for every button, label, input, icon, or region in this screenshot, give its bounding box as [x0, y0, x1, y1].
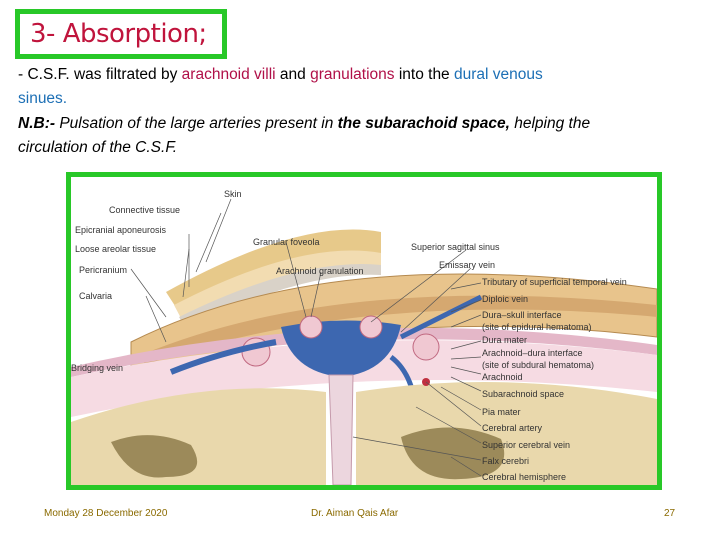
label-cerebral-artery: Cerebral artery: [482, 423, 543, 433]
paragraph-line-1: - C.S.F. was filtrated by arachnoid vill…: [18, 66, 543, 84]
footer-author: Dr. Aiman Qais Afar: [311, 508, 399, 519]
term-subarachnoid-space: the subarachoid space,: [337, 115, 510, 132]
label-tributary: Tributary of superficial temporal vein: [482, 277, 627, 287]
label-dura-mater: Dura mater: [482, 335, 527, 345]
term-arachnoid-villi: arachnoid villi: [181, 66, 276, 83]
label-arachnoid-dura-interface: Arachnoid–dura interface: [482, 348, 583, 358]
falx-cerebri-shape: [328, 374, 354, 485]
label-calvaria: Calvaria: [79, 291, 112, 301]
term-dural-venous: dural venous: [454, 66, 543, 83]
scalp-layer-skin: [166, 229, 381, 312]
term-sinues: sinues.: [18, 90, 68, 107]
granulation: [412, 333, 440, 361]
label-diploic-vein: Diploic vein: [482, 294, 528, 304]
granulation: [299, 315, 323, 339]
title-box: 3- Absorption;: [15, 9, 227, 59]
label-granular-foveola: Granular foveola: [253, 237, 320, 247]
label-loose-areolar: Loose areolar tissue: [75, 244, 156, 254]
para-text: - C.S.F. was filtrated by: [18, 66, 182, 83]
note-line-2: circulation of the C.S.F.: [18, 139, 177, 157]
label-arachnoid-granulation: Arachnoid granulation: [276, 266, 364, 276]
label-pericranium: Pericranium: [79, 265, 127, 275]
label-site-epidural: (site of epidural hematoma): [482, 322, 592, 332]
leader-lines: [130, 198, 482, 477]
anatomy-figure-frame: Skin Connective tissue Epicranial aponeu…: [66, 172, 662, 490]
granulation: [359, 315, 383, 339]
emissary-vein-shape: [399, 294, 483, 340]
label-site-subdural: (site of subdural hematoma): [482, 360, 594, 370]
footer-date: Monday 28 December 2020: [44, 508, 168, 519]
note-label: N.B:-: [18, 115, 56, 132]
label-falx-cerebri: Falx cerebri: [482, 456, 529, 466]
diploe-layer: [141, 295, 657, 365]
label-superior-cerebral-vein: Superior cerebral vein: [482, 440, 570, 450]
label-arachnoid: Arachnoid: [482, 372, 523, 382]
bridging-vein-shape: [169, 339, 277, 375]
label-subarachnoid-space: Subarachnoid space: [482, 389, 564, 399]
slide-title: 3- Absorption;: [30, 19, 207, 49]
subarachnoid-region: [71, 340, 657, 417]
white-matter: [111, 435, 198, 478]
note-text: Pulsation of the large arteries present …: [55, 115, 338, 132]
figure-labels: Skin Connective tissue Epicranial aponeu…: [71, 189, 627, 482]
term-granulations: granulations: [310, 66, 395, 83]
label-pia-mater: Pia mater: [482, 407, 521, 417]
dura-layer: [71, 327, 657, 377]
note-line-1: N.B:- Pulsation of the large arteries pr…: [18, 115, 590, 133]
label-skin: Skin: [224, 189, 242, 199]
scalp-layer-aponeurosis: [179, 264, 381, 329]
label-superior-sagittal-sinus: Superior sagittal sinus: [411, 242, 500, 252]
label-epicranial-aponeurosis: Epicranial aponeurosis: [75, 225, 167, 235]
label-connective-tissue: Connective tissue: [109, 205, 180, 215]
label-cerebral-hemisphere: Cerebral hemisphere: [482, 472, 566, 482]
paragraph-line-2: sinues.: [18, 90, 67, 108]
para-text: and: [275, 66, 311, 83]
label-bridging-vein: Bridging vein: [71, 363, 123, 373]
footer-page-number: 27: [664, 508, 676, 519]
meninges-illustration: Skin Connective tissue Epicranial aponeu…: [71, 189, 657, 485]
note-text: helping the: [509, 115, 591, 132]
label-emissary-vein: Emissary vein: [439, 260, 495, 270]
note-text: circulation of the C.S.F.: [18, 139, 178, 156]
para-text: into the: [394, 66, 454, 83]
white-matter: [401, 427, 505, 480]
label-dura-skull-interface: Dura–skull interface: [482, 310, 562, 320]
